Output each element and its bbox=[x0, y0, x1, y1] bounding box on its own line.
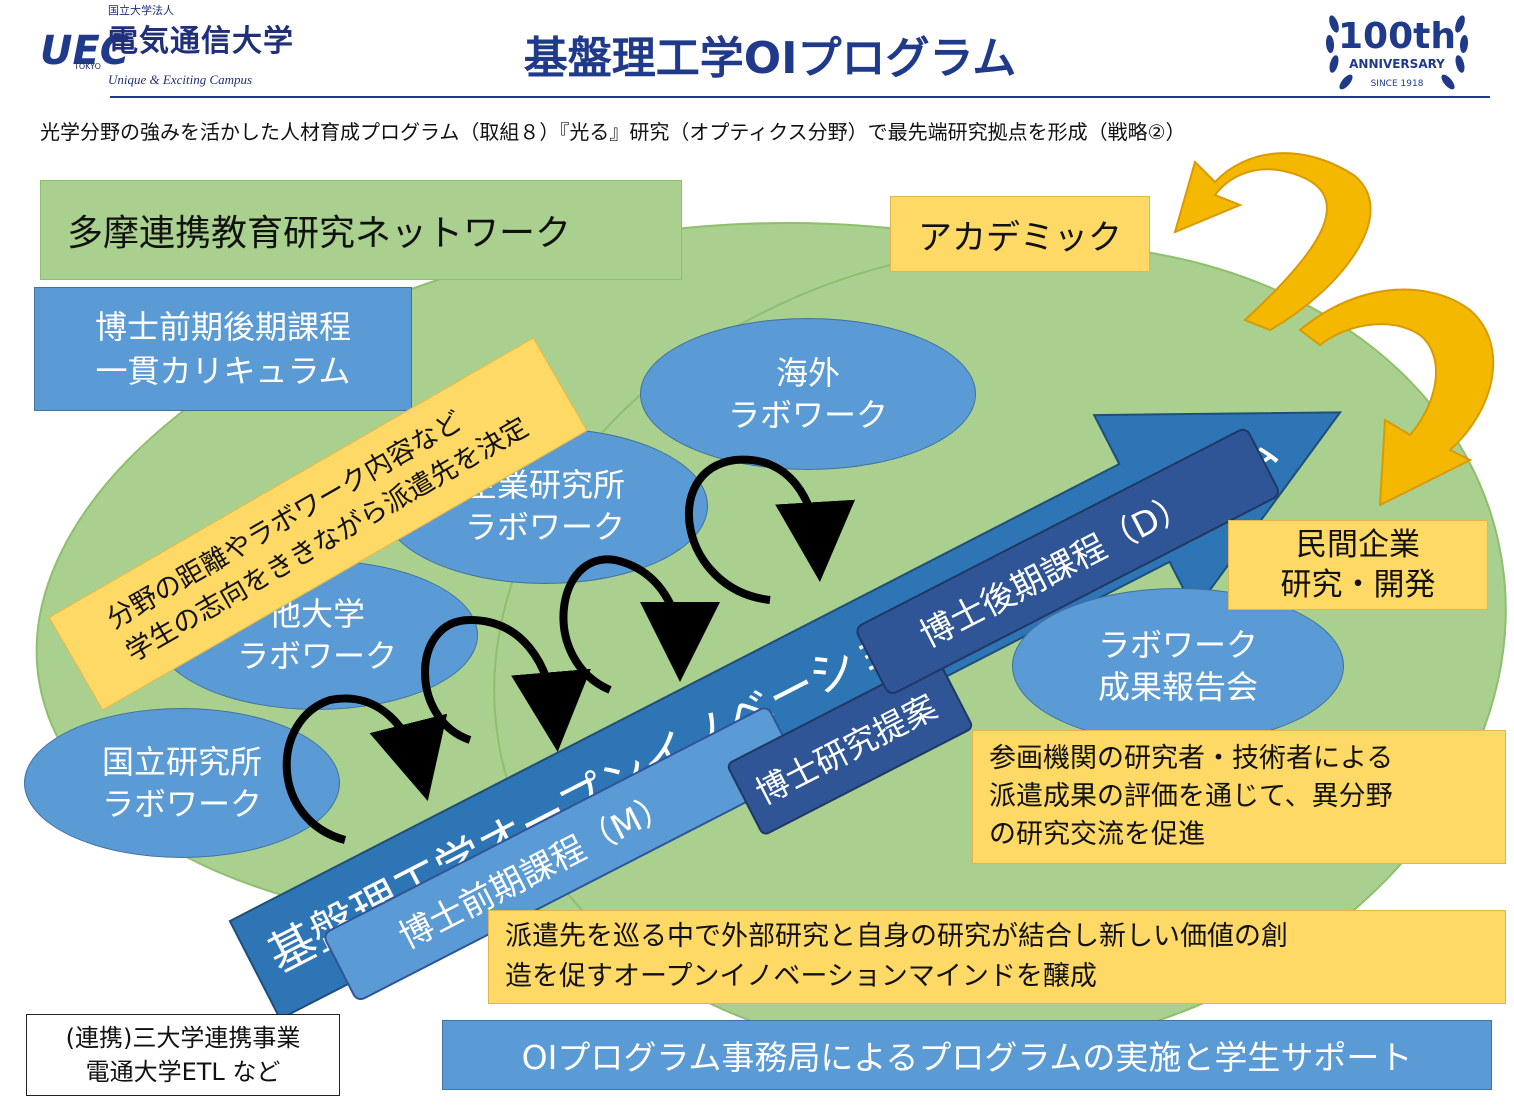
logo-tagline: Unique & Exciting Campus bbox=[108, 72, 253, 87]
page-title: 基盤理工学OIプログラム bbox=[523, 33, 1017, 84]
evaluation-box: 参画機関の研究者・技術者による派遣成果の評価を通じて、異分野の研究交流を促進 bbox=[972, 730, 1506, 864]
oval-overseas-labwork: 海外ラボワーク bbox=[640, 318, 976, 470]
loop-arrow-3 bbox=[559, 555, 720, 694]
evaluation-line1: 参画機関の研究者・技術者による bbox=[989, 743, 1394, 774]
title-divider bbox=[110, 96, 1490, 98]
anniversary-label: ANNIVERSARY bbox=[1349, 57, 1445, 71]
anniversary-number: 100th bbox=[1338, 16, 1456, 57]
oval-national-line2: ラボワーク bbox=[101, 785, 262, 823]
loop-arrow-4 bbox=[684, 455, 856, 604]
anniversary-since: SINCE 1918 bbox=[1371, 79, 1424, 89]
uec-logo-text: UEC bbox=[40, 28, 129, 74]
laurel-right-icon bbox=[1441, 15, 1469, 90]
oval-overseas-line1: 海外 bbox=[775, 354, 840, 392]
oval-company-line2: ラボワーク bbox=[464, 508, 625, 546]
mindset-line2: 造を促すオープンイノベーションマインドを醸成 bbox=[505, 961, 1097, 992]
evaluation-line2: 派遣成果の評価を通じて、異分野 bbox=[989, 781, 1393, 812]
private-line1: 民間企業 bbox=[1296, 527, 1420, 563]
logo-corporation: 国立大学法人 bbox=[108, 4, 174, 17]
oval-other-univ-line2: ラボワーク bbox=[236, 637, 397, 675]
partner-line2: 電通大学ETL など bbox=[85, 1058, 281, 1086]
oval-overseas-line2: ラボワーク bbox=[727, 396, 888, 434]
uec-logo: UEC bbox=[40, 28, 129, 74]
academic-box: アカデミック bbox=[890, 196, 1150, 272]
laurel-left-icon bbox=[1325, 15, 1353, 90]
program-office-box: OIプログラム事務局によるプログラムの実施と学生サポート bbox=[442, 1020, 1492, 1090]
curriculum-box: 博士前期後期課程一貫カリキュラム bbox=[34, 287, 412, 411]
anniversary-emblem: 100th ANNIVERSARY SINCE 1918 bbox=[1325, 15, 1469, 90]
oval-report-line1: ラボワーク bbox=[1097, 626, 1258, 664]
partner-box: (連携)三大学連携事業電通大学ETL など bbox=[26, 1014, 340, 1096]
curved-arrow-to-private bbox=[1298, 288, 1495, 507]
curriculum-line1: 博士前期後期課程 bbox=[94, 308, 351, 346]
subtitle: 光学分野の強みを活かした人材育成プログラム（取組８）『光る』研究（オプティクス分… bbox=[40, 120, 1186, 144]
curved-arrow-to-academic bbox=[1173, 152, 1372, 332]
oval-report-meeting: ラボワーク成果報告会 bbox=[1012, 588, 1344, 744]
loop-arrow-2 bbox=[421, 615, 591, 752]
loop-arrow-1 bbox=[282, 694, 448, 844]
logo-university-name: 電気通信大学 bbox=[108, 24, 294, 59]
mindset-line1: 派遣先を巡る中で外部研究と自身の研究が結合し新しい価値の創 bbox=[505, 921, 1288, 952]
oval-report-line2: 成果報告会 bbox=[1097, 668, 1258, 706]
private-line2: 研究・開発 bbox=[1280, 567, 1436, 603]
partner-line1: (連携)三大学連携事業 bbox=[65, 1024, 301, 1052]
curriculum-line2: 一貫カリキュラム bbox=[95, 352, 351, 390]
private-company-box: 民間企業研究・開発 bbox=[1228, 520, 1488, 610]
evaluation-line3: の研究交流を促進 bbox=[989, 819, 1205, 850]
network-box: 多摩連携教育研究ネットワーク bbox=[40, 180, 682, 280]
mindset-box: 派遣先を巡る中で外部研究と自身の研究が結合し新しい価値の創造を促すオープンイノベ… bbox=[488, 910, 1506, 1004]
logo-tokyo: TOKYO bbox=[74, 62, 101, 71]
oval-national-line1: 国立研究所 bbox=[101, 743, 262, 781]
